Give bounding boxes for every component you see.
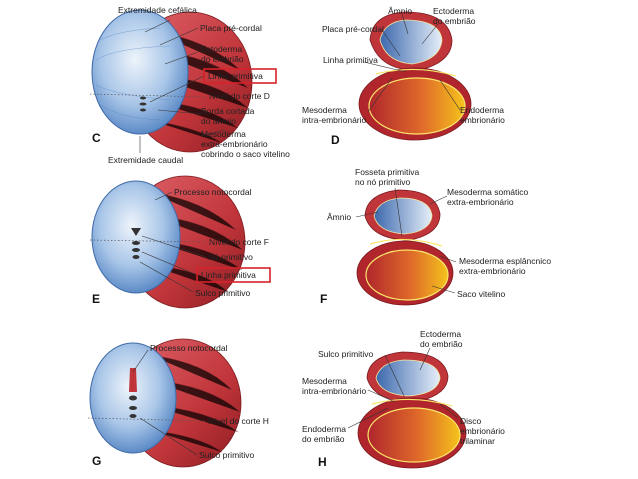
label-splanchnic-mesoderm-line2: extra-embrionário [459,266,526,276]
label-primitive-streak-c: Linha primitiva [208,71,263,81]
panel-d: D Âmnio Ectoderma do embrião Placa pré-c… [302,6,505,147]
label-cut-level-f: Nível do corte F [209,237,269,247]
label-prechordal-plate: Placa pré-cordal [200,23,262,33]
label-primitive-groove-g: Sulco primitivo [199,450,255,460]
label-extraembryonic-mesoderm-line2: extra-embrionário [201,139,268,149]
embryo-c [91,9,253,153]
label-endoderm-d-line2: embrionário [460,115,505,125]
label-ectoderm-h-line2: do embrião [420,339,463,349]
panel-e: E Processo notocordal Nível do corte F N… [89,175,271,309]
label-primitive-streak-e: Linha primitiva [201,270,256,280]
panel-letter-e: E [92,292,100,306]
label-embryo-ectoderm-line2: do embrião [201,54,244,64]
label-endoderm-h-line2: do embrião [302,434,345,444]
label-primitive-groove-h: Sulco primitivo [318,349,374,359]
label-ectoderm-d-line2: do embrião [433,16,476,26]
embryo-e [91,175,246,309]
label-notochordal-process-e: Processo notocordal [174,187,252,197]
label-trilaminar-disc-line1: Disco [460,416,482,426]
panel-c: C Extremidade cefálica Placa pré-cordal … [89,5,290,165]
label-ectoderm-d-line1: Ectoderma [433,6,474,16]
label-intraembryonic-mesoderm-h-line1: Mesoderma [302,376,347,386]
panel-letter-g: G [92,454,101,468]
label-somatic-mesoderm-line1: Mesoderma somático [447,187,529,197]
label-ectoderm-h-line1: Ectoderma [420,329,461,339]
label-primitive-node-e: Nó primitivo [208,252,253,262]
panel-letter-f: F [320,292,327,306]
cross-section-h [357,351,467,469]
label-amnion-cut-edge-line2: do âmnio [201,116,236,126]
label-splanchnic-mesoderm-line1: Mesoderma esplâncnico [459,256,551,266]
label-amnion-cut-edge-line1: Borda cortada [201,106,255,116]
label-somatic-mesoderm-line2: extra-embrionário [447,197,514,207]
label-cut-level-h: Nível do corte H [208,416,269,426]
panel-letter-h: H [318,455,327,469]
label-trilaminar-disc-line2: embrionário [460,426,505,436]
panel-f: F Fosseta primitiva no nó primitivo Meso… [320,167,551,306]
label-endoderm-d-line1: Endoderma [460,105,504,115]
label-prechordal-plate-d: Placa pré-cordal [322,24,384,34]
embryo-g [89,338,242,468]
label-intraembryonic-mesoderm-h-line2: intra-embrionário [302,386,367,396]
notochordal-process-g [129,368,137,418]
panel-g: G Processo notocordal Nível do corte H S… [87,338,269,468]
cross-section-d [358,11,472,141]
panel-letter-d: D [331,133,340,147]
label-trilaminar-disc-line3: trilaminar [460,436,495,446]
label-embryo-ectoderm-line1: Ectoderma [201,44,242,54]
label-extraembryonic-mesoderm-line3: cobrindo o saco vitelino [201,149,290,159]
label-notochordal-process-g: Processo notocordal [150,343,228,353]
label-yolk-sac: Saco vitelino [457,289,505,299]
label-cephalic-end: Extremidade cefálica [118,5,197,15]
label-primitive-pit-line1: Fosseta primitiva [355,167,420,177]
label-caudal-end: Extremidade caudal [108,155,183,165]
cross-section-f [356,189,454,306]
label-primitive-streak-d: Linha primitiva [323,55,378,65]
panel-letter-c: C [92,131,101,145]
panel-h: H Ectoderma do embrião Sulco primitivo M… [302,329,505,469]
primitive-streak-c [139,96,147,112]
primitive-node-streak-e [131,228,141,259]
label-cut-level-d: Nível do corte D [209,91,270,101]
label-primitive-pit-line2: no nó primitivo [355,177,411,187]
label-intraembryonic-mesoderm-line1: Mesoderma [302,105,347,115]
label-intraembryonic-mesoderm-line2: intra-embrionário [302,115,367,125]
label-amnion-f: Âmnio [327,212,351,222]
label-extraembryonic-mesoderm-line1: Mesoderma [201,129,246,139]
label-amnion-d: Âmnio [388,6,412,16]
label-primitive-groove-e: Sulco primitivo [195,288,251,298]
label-endoderm-h-line1: Endoderma [302,424,346,434]
